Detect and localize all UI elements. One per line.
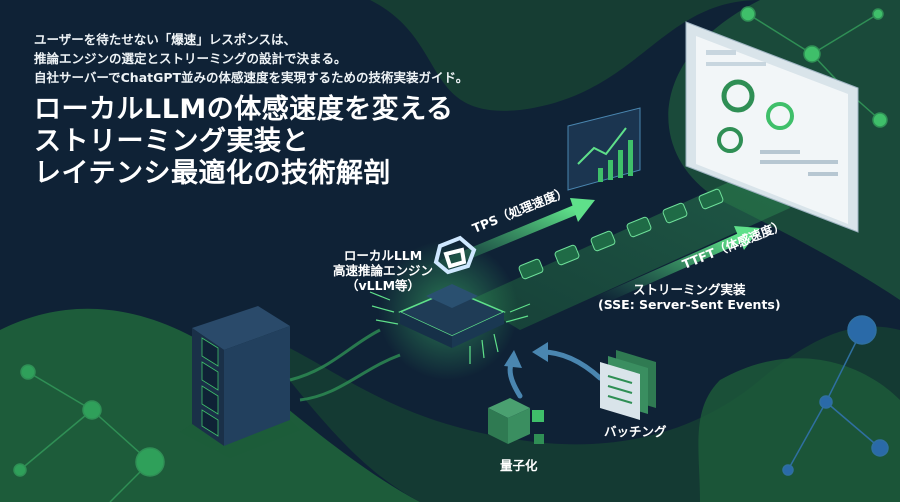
engine-label-line-3: （vLLM等） [345, 278, 421, 293]
engine-logo-icon [433, 235, 477, 275]
lead-text: ユーザーを待たせない「爆速」レスポンスは、 推論エンジンの選定とストリーミングの… [34, 30, 468, 87]
streaming-label-line-1: ストリーミング実装 [633, 282, 746, 297]
quantization-label: 量子化 [500, 458, 538, 473]
streaming-label-line-2: (SSE: Server-Sent Events) [598, 297, 781, 312]
lead-line-1: ユーザーを待たせない「爆速」レスポンスは、 [34, 32, 297, 47]
inference-chip [369, 240, 531, 380]
ttft-arrow [595, 226, 760, 305]
server-rack [180, 306, 300, 458]
batching-documents-icon [600, 350, 656, 420]
token-blocks [518, 188, 724, 280]
batching-arrow-head [532, 342, 548, 362]
network-decoration-bottom-right [782, 315, 889, 476]
chart-panel [567, 107, 641, 191]
streaming-label: ストリーミング実装 (SSE: Server-Sent Events) [598, 282, 781, 312]
network-decoration-bottom-left [13, 364, 165, 502]
engine-label: ローカルLLM 高速推論エンジン （vLLM等） [318, 248, 448, 293]
page-title: ローカルLLMの体感速度を変える ストリーミング実装と レイテンシ最適化の技術解… [34, 94, 453, 190]
quantization-cubes-icon [488, 398, 544, 444]
data-flow-band [470, 168, 790, 330]
background-wave-top [370, 0, 760, 111]
dashboard-monitor [685, 21, 859, 233]
title-line-2: ストリーミング実装と [34, 126, 309, 157]
network-decoration-top-right [740, 6, 888, 128]
title-line-1: ローカルLLMの体感速度を変える [34, 94, 454, 125]
lead-line-3: 自社サーバーでChatGPT並みの体感速度を実現するための技術実装ガイド。 [34, 70, 469, 85]
engine-label-line-2: 高速推論エンジン [332, 263, 433, 278]
circuit-cables [289, 328, 401, 402]
title-line-3: レイテンシ最適化の技術解剖 [34, 158, 391, 189]
feedback-arrows [507, 349, 603, 399]
engine-label-line-1: ローカルLLM [343, 248, 423, 263]
batching-label: バッチング [604, 424, 667, 439]
background-wave-bottom-right [698, 358, 900, 502]
quantization-arrow-head [504, 350, 522, 368]
lead-line-2: 推論エンジンの選定とストリーミングの設計で決まる。 [34, 51, 347, 66]
